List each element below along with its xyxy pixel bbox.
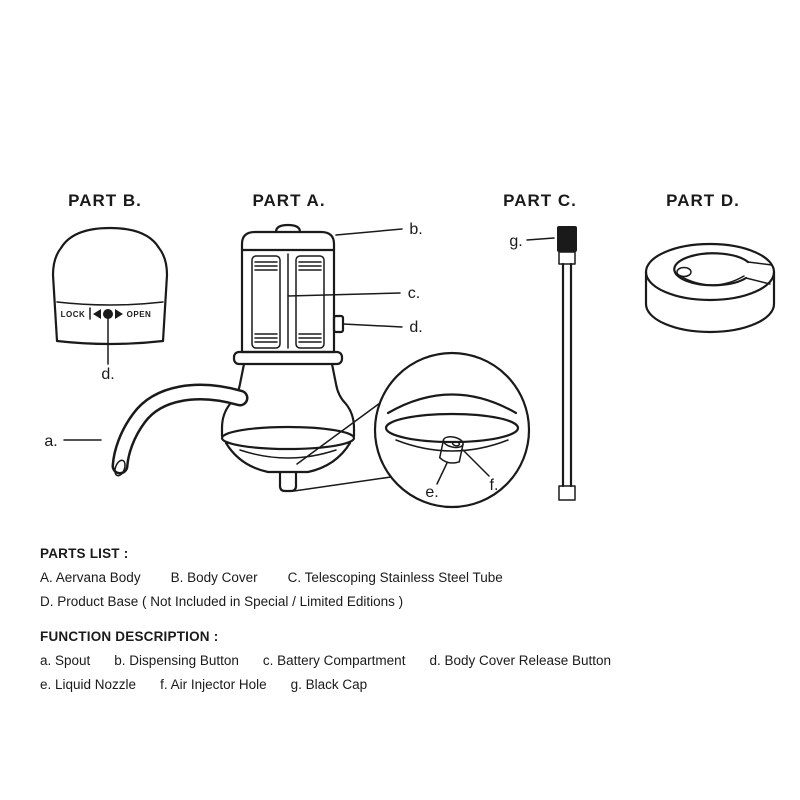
spout-tip [114, 459, 126, 477]
callout-c-line [287, 292, 401, 297]
body-cover-outline [51, 226, 169, 346]
parts-list-item: C. Telescoping Stainless Steel Tube [287, 570, 503, 585]
function-description-item: e. Liquid Nozzle [40, 677, 137, 692]
base-slot-bottom [745, 277, 771, 285]
parts-list-row-1: A. Aervana Body B. Body Cover C. Telesco… [40, 570, 770, 585]
callout-e-label: e. [425, 484, 438, 501]
black-cap [557, 226, 577, 252]
zoom-circle [373, 351, 531, 509]
lock-label: LOCK [61, 310, 86, 319]
callout-f-line [462, 449, 490, 477]
callout-a-label: a. [44, 433, 57, 450]
function-description-item: f. Air Injector Hole [160, 677, 267, 692]
bell-ridge-line [239, 449, 337, 459]
bell-bottom-dome [224, 441, 352, 474]
parts-diagram: PART B. PART A. PART C. PART D. LOCK OPE… [44, 191, 776, 509]
body-flange [232, 350, 344, 366]
callout-d-cover-label: d. [101, 366, 114, 383]
function-description-title: FUNCTION DESCRIPTION : [40, 629, 219, 644]
air-injector-hole [451, 440, 461, 447]
dispensing-button [274, 223, 302, 234]
battery-spring-hatching [254, 261, 322, 343]
base-slot-top [747, 261, 773, 266]
base-hole [676, 266, 692, 278]
function-description-item: a. Spout [40, 653, 91, 668]
callout-d-body-label: d. [409, 319, 422, 336]
callout-f-label: f. [490, 477, 499, 494]
body-cover-band-line [56, 301, 164, 306]
body-cover-release-button [332, 314, 345, 334]
zoom-bell-ridge [395, 439, 509, 452]
legend: PARTS LIST : A. Aervana Body B. Body Cov… [40, 546, 770, 701]
part-a-title: PART A. [252, 191, 325, 210]
callout-g-label: g. [509, 233, 522, 250]
callout-e-line [436, 462, 448, 485]
part-c-title: PART C. [503, 191, 577, 210]
callout-c-label: c. [408, 285, 420, 302]
part-b-drawing: LOCK OPEN d. [51, 226, 169, 383]
part-b-title: PART B. [68, 191, 142, 210]
base-inner-cutout [673, 252, 750, 287]
zoom-detail: e. f. [293, 351, 531, 509]
tube-upper-section [558, 251, 576, 265]
function-description-item: d. Body Cover Release Button [429, 653, 612, 668]
part-a-drawing: a. b. c. d. [44, 221, 423, 493]
parts-list-title: PARTS LIST : [40, 546, 129, 561]
callout-d-body-line [342, 323, 403, 328]
zoom-bell-top-arc [386, 393, 518, 415]
part-c-drawing: g. [509, 226, 577, 501]
parts-list-item: D. Product Base ( Not Included in Specia… [40, 594, 404, 609]
spout-inner [114, 386, 246, 472]
parts-list-row-2: D. Product Base ( Not Included in Specia… [40, 594, 770, 609]
zoom-bell-rim [384, 412, 520, 444]
bell-rim [220, 425, 356, 451]
part-d-title: PART D. [666, 191, 740, 210]
callout-b-label: b. [409, 221, 422, 238]
callout-b-line [335, 228, 403, 236]
open-label: OPEN [127, 310, 152, 319]
battery-right [295, 255, 325, 349]
body-top-cap [240, 230, 336, 252]
lock-arrow-icon [93, 309, 101, 319]
part-d-drawing [644, 242, 776, 334]
function-description-row-1: a. Spout b. Dispensing Button c. Battery… [40, 653, 770, 668]
base-inner-floor [679, 275, 745, 286]
function-description-item: b. Dispensing Button [114, 653, 239, 668]
parts-list-item: A. Aervana Body [40, 570, 141, 585]
zoom-connector-top [296, 402, 381, 465]
release-button-dot [103, 309, 113, 319]
function-description-item: g. Black Cap [290, 677, 368, 692]
open-arrow-icon [115, 309, 123, 319]
tube-bottom-tip [558, 485, 576, 501]
parts-list-item: B. Body Cover [170, 570, 258, 585]
callout-g-line [526, 237, 555, 241]
liquid-nozzle-zoomed [438, 436, 464, 464]
function-description-item: c. Battery Compartment [262, 653, 406, 668]
liquid-nozzle-small [278, 470, 298, 493]
battery-left [251, 255, 281, 349]
base-bottom-edge [644, 302, 776, 334]
function-description-row-2: e. Liquid Nozzle f. Air Injector Hole g.… [40, 677, 770, 692]
zoom-connector-bottom [293, 476, 392, 492]
